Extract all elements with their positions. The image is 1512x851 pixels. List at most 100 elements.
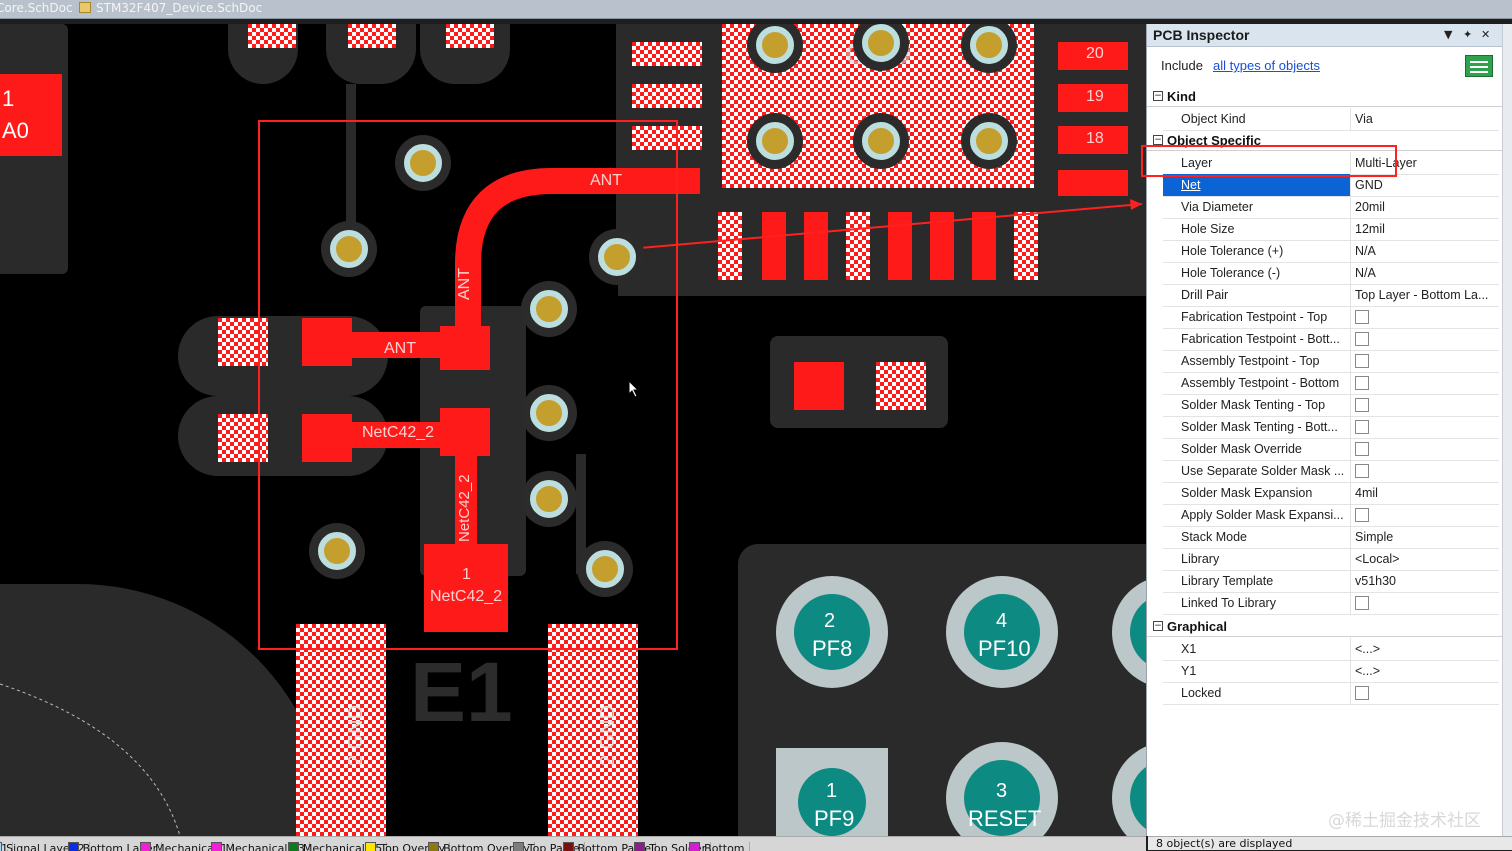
ant-pad[interactable] bbox=[440, 326, 490, 370]
ic-pin[interactable] bbox=[804, 212, 828, 280]
property-checkbox[interactable] bbox=[1355, 420, 1369, 434]
ic-pin[interactable] bbox=[632, 84, 702, 108]
property-checkbox[interactable] bbox=[1355, 442, 1369, 456]
tab-stm32-device-schdoc[interactable]: STM32F407_Device.SchDoc bbox=[79, 0, 262, 18]
layer-tab[interactable]: Top Paste bbox=[512, 842, 585, 851]
section-kind[interactable]: − Kind bbox=[1147, 88, 1503, 107]
property-row[interactable]: Fabrication Testpoint - Bott... bbox=[1163, 328, 1499, 351]
via[interactable] bbox=[970, 122, 1008, 160]
property-checkbox[interactable] bbox=[1355, 596, 1369, 610]
layer-tab[interactable]: Top Overlay bbox=[365, 842, 451, 851]
layer-tab[interactable]: Bottom Overlay bbox=[428, 842, 535, 851]
pin-icon[interactable]: ✦ bbox=[1463, 28, 1473, 41]
property-value[interactable]: 12mil bbox=[1355, 222, 1385, 236]
netc42-component-pad[interactable] bbox=[424, 544, 508, 632]
layer-tab[interactable]: Top Solder bbox=[634, 842, 712, 851]
property-checkbox[interactable] bbox=[1355, 376, 1369, 390]
close-icon[interactable]: ✕ bbox=[1481, 28, 1491, 41]
via[interactable] bbox=[756, 122, 794, 160]
smd-pad[interactable] bbox=[348, 24, 396, 48]
property-row[interactable]: Assembly Testpoint - Top bbox=[1163, 350, 1499, 373]
ic-pin[interactable] bbox=[1014, 212, 1038, 280]
via-selected-gnd[interactable] bbox=[598, 238, 636, 276]
property-checkbox[interactable] bbox=[1355, 398, 1369, 412]
tp-pad-pf8[interactable] bbox=[776, 576, 888, 688]
property-value[interactable]: 4mil bbox=[1355, 486, 1378, 500]
property-value[interactable]: 20mil bbox=[1355, 200, 1385, 214]
include-filter-link[interactable]: all types of objects bbox=[1213, 58, 1320, 73]
smd-pad[interactable] bbox=[248, 24, 296, 48]
ic-pin[interactable] bbox=[1058, 170, 1128, 196]
section-graphical[interactable]: − Graphical bbox=[1147, 618, 1503, 637]
property-row[interactable]: Hole Tolerance (-)N/A bbox=[1163, 262, 1499, 285]
collapse-icon[interactable]: − bbox=[1153, 91, 1163, 101]
tp-pad-reset[interactable] bbox=[946, 742, 1058, 836]
layer-tab[interactable]: Layer 1 bbox=[0, 842, 14, 851]
ant-pad-stub[interactable] bbox=[340, 332, 450, 358]
tp-pad-partial[interactable] bbox=[1112, 742, 1146, 836]
ant-trace[interactable] bbox=[0, 24, 1146, 836]
property-checkbox[interactable] bbox=[1355, 332, 1369, 346]
filter-icon[interactable] bbox=[1465, 55, 1493, 77]
property-value[interactable]: <...> bbox=[1355, 664, 1381, 678]
property-value[interactable]: Top Layer - Bottom La... bbox=[1355, 288, 1489, 302]
via[interactable] bbox=[318, 532, 356, 570]
layer-tab[interactable]: Bottom Paste bbox=[562, 842, 657, 851]
gnd-pad-left[interactable] bbox=[296, 624, 386, 836]
ic-pin[interactable] bbox=[972, 212, 996, 280]
property-value[interactable]: GND bbox=[1355, 178, 1383, 192]
smd-pad[interactable] bbox=[876, 362, 926, 410]
netc42-pad-stub[interactable] bbox=[340, 422, 450, 448]
via[interactable] bbox=[862, 24, 900, 62]
ic-pin[interactable] bbox=[888, 212, 912, 280]
property-value[interactable]: <...> bbox=[1355, 642, 1381, 656]
property-row[interactable]: Fabrication Testpoint - Top bbox=[1163, 306, 1499, 329]
property-row[interactable]: Locked bbox=[1163, 682, 1499, 705]
property-row[interactable]: X1<...> bbox=[1163, 638, 1499, 661]
ic-pin[interactable] bbox=[846, 212, 870, 280]
via[interactable] bbox=[404, 144, 442, 182]
property-value[interactable]: Simple bbox=[1355, 530, 1394, 544]
layer-tab[interactable]: Bottom Layer bbox=[67, 842, 163, 851]
smd-pad[interactable] bbox=[794, 362, 844, 410]
via[interactable] bbox=[530, 480, 568, 518]
property-row[interactable]: Y1<...> bbox=[1163, 660, 1499, 683]
layer-tab[interactable]: Signal Layer 2 bbox=[0, 842, 90, 851]
via[interactable] bbox=[530, 394, 568, 432]
property-value[interactable]: Via bbox=[1355, 112, 1373, 126]
via[interactable] bbox=[970, 26, 1008, 64]
smd-pad[interactable] bbox=[446, 24, 494, 48]
property-row[interactable]: Solder Mask Override bbox=[1163, 438, 1499, 461]
tp-pad-pf10[interactable] bbox=[946, 576, 1058, 688]
via[interactable] bbox=[330, 230, 368, 268]
property-row[interactable]: Solder Mask Tenting - Bott... bbox=[1163, 416, 1499, 439]
property-value[interactable]: N/A bbox=[1355, 266, 1376, 280]
property-row[interactable]: Use Separate Solder Mask ... bbox=[1163, 460, 1499, 483]
pad-partial-left[interactable] bbox=[0, 74, 62, 156]
layer-tab[interactable]: Bottom bbox=[689, 842, 750, 851]
property-checkbox[interactable] bbox=[1355, 686, 1369, 700]
via[interactable] bbox=[530, 290, 568, 328]
via[interactable] bbox=[756, 26, 794, 64]
property-checkbox[interactable] bbox=[1355, 508, 1369, 522]
tab-core-schdoc[interactable]: Core.SchDoc bbox=[0, 0, 73, 18]
pcb-canvas[interactable]: 1 A0 GND 20 19 18 ANT ANT ANT NetC42_2 bbox=[0, 24, 1146, 836]
ic-pin[interactable] bbox=[930, 212, 954, 280]
ic-pin-19[interactable] bbox=[1058, 84, 1128, 112]
layer-tab[interactable]: Mechanical 1 bbox=[140, 842, 233, 851]
property-row[interactable]: Apply Solder Mask Expansi... bbox=[1163, 504, 1499, 527]
ic-pin-20[interactable] bbox=[1058, 42, 1128, 70]
gnd-pad-right[interactable] bbox=[548, 624, 638, 836]
property-value[interactable]: N/A bbox=[1355, 244, 1376, 258]
property-value[interactable]: v51h30 bbox=[1355, 574, 1397, 588]
property-row[interactable]: Solder Mask Tenting - Top bbox=[1163, 394, 1499, 417]
property-checkbox[interactable] bbox=[1355, 354, 1369, 368]
ic-pin[interactable] bbox=[762, 212, 786, 280]
via[interactable] bbox=[586, 550, 624, 588]
collapse-icon[interactable]: − bbox=[1153, 135, 1163, 145]
